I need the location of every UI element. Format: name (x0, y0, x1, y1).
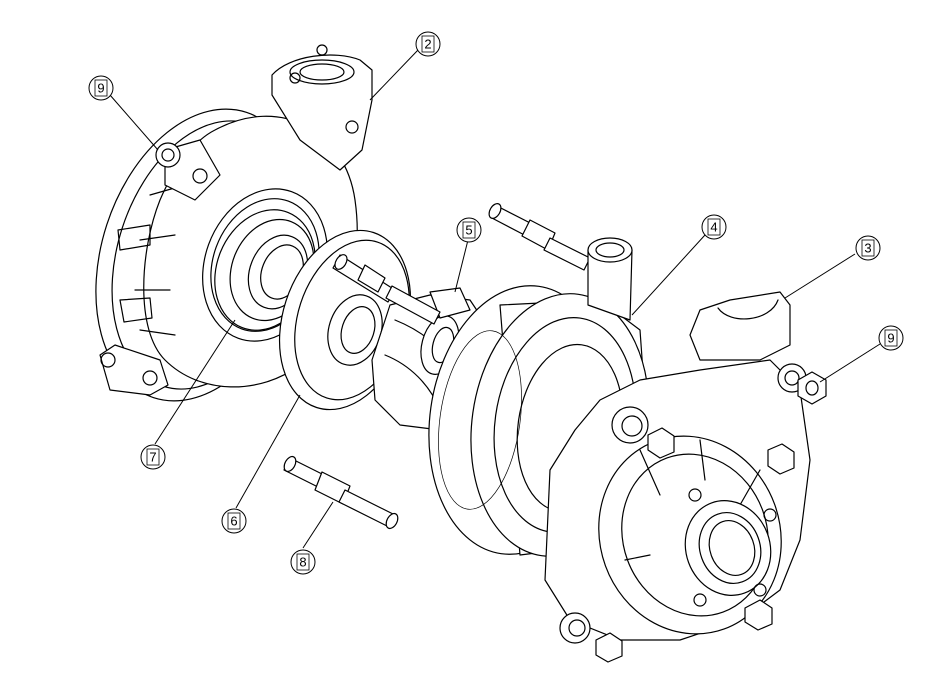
balloon-6-label: 6 (230, 514, 237, 529)
stud-bolt-lower (283, 455, 399, 530)
balloon-2-label: 2 (424, 37, 431, 52)
stud-bolt-right (488, 203, 591, 271)
leader-lines (109, 49, 881, 549)
bearing-bracket-part (544, 291, 811, 663)
balloon-6: 6 (221, 508, 247, 534)
balloon-4-label: 4 (710, 220, 717, 235)
balloon-2: 2 (415, 31, 441, 57)
balloon-9-left-label: 9 (97, 81, 104, 96)
balloon-9-left: 9 (88, 75, 114, 101)
balloon-3: 3 (855, 235, 881, 261)
balloon-5: 5 (456, 217, 482, 243)
balloon-8: 8 (290, 549, 316, 575)
balloon-9-right-label: 9 (887, 331, 894, 346)
balloon-8-label: 8 (299, 555, 306, 570)
balloon-4: 4 (701, 214, 727, 240)
balloon-9-right: 9 (878, 325, 904, 351)
nut-right-part (797, 371, 827, 405)
balloon-7-label: 7 (149, 450, 156, 465)
balloon-5-label: 5 (465, 223, 472, 238)
balloon-7: 7 (140, 444, 166, 470)
balloon-3-label: 3 (864, 241, 871, 256)
stud-bolt-upper (332, 254, 441, 325)
